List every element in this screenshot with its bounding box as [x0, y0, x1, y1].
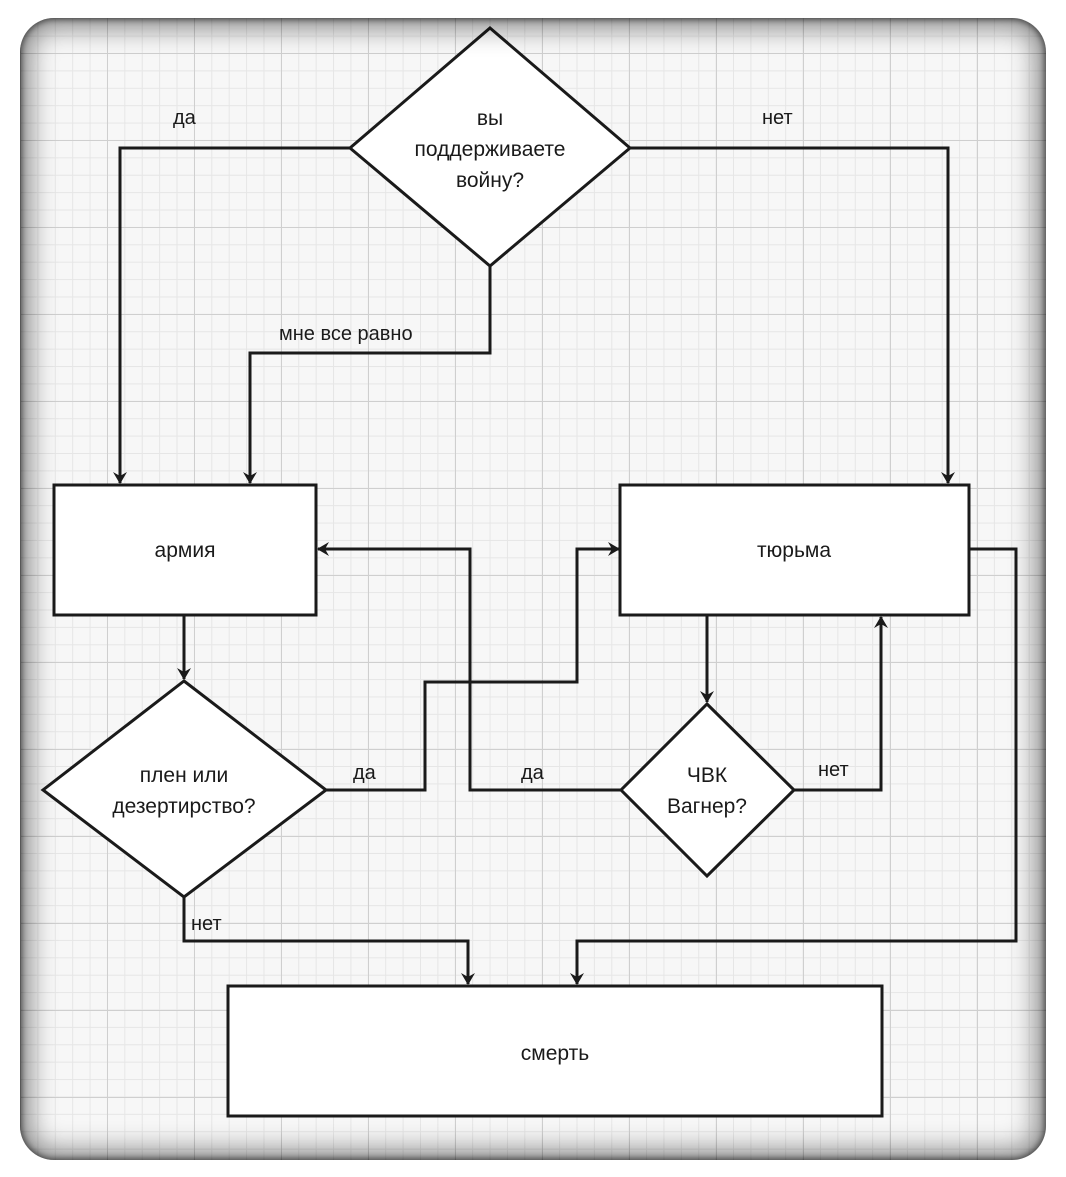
node-prison-label: тюрьма: [757, 539, 831, 562]
node-wagner-line-1: ЧВК: [687, 764, 728, 787]
label-wagner-no: нет: [818, 759, 849, 781]
node-start-line-2: поддерживаете: [415, 138, 566, 161]
node-wagner-line-2: Вагнер?: [667, 795, 747, 818]
node-start-line-1: вы: [477, 107, 503, 130]
node-death: [226, 984, 884, 1118]
edge-wagner-no-prison: [794, 616, 888, 792]
node-death-label: смерть: [521, 1042, 589, 1065]
node-prison: [618, 483, 971, 617]
label-start-yes: да: [173, 107, 197, 129]
label-wagner-yes: да: [521, 762, 545, 784]
edge-capture-yes-prison: [326, 542, 620, 792]
node-start-line-3: войну?: [456, 169, 524, 192]
edge-capture-no-death: [182, 897, 475, 985]
node-capture-line-1: плен или: [140, 764, 228, 787]
node-capture-diamond: [40, 679, 329, 899]
edge-start-no-prison: [630, 146, 955, 484]
node-start-diamond: [347, 26, 633, 268]
edge-start-dontcare-army: [243, 266, 492, 484]
node-army: [52, 483, 318, 617]
edge-wagner-yes-army: [317, 542, 621, 792]
node-army-label: армия: [155, 539, 216, 562]
edge-start-yes-army: [113, 146, 350, 484]
label-capture-no: нет: [191, 913, 222, 935]
label-capture-yes: да: [353, 762, 377, 784]
node-wagner-diamond: [618, 701, 797, 879]
label-start-dont-care: мне все равно: [279, 323, 413, 345]
node-capture-line-2: дезертирство?: [112, 795, 255, 818]
edge-prison-death: [570, 547, 1018, 985]
label-start-no: нет: [762, 107, 793, 129]
